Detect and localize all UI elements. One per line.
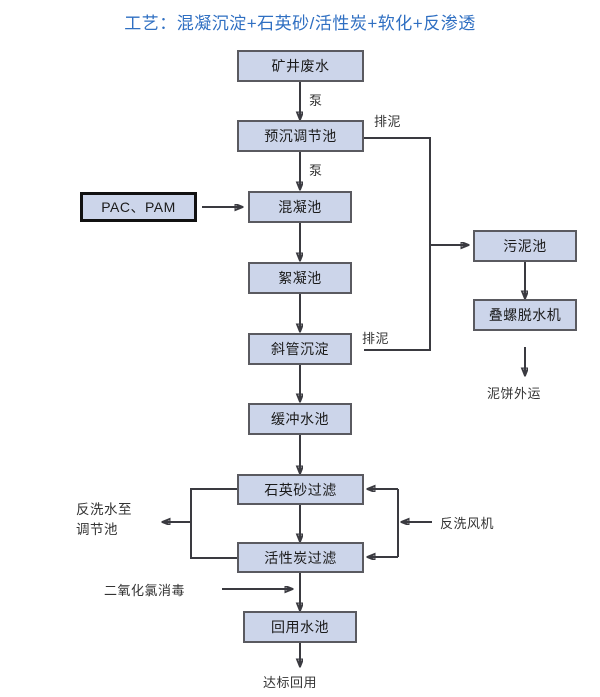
label-backwash-water-line1: 反洗水至 (76, 502, 132, 517)
node-reuse-water-tank[interactable]: 回用水池 (243, 611, 357, 643)
label-pump-2: 泵 (309, 163, 323, 178)
label-backwash-blower: 反洗风机 (440, 516, 495, 531)
label-sludge-discharge-2: 排泥 (362, 331, 390, 346)
label-pump-1: 泵 (309, 93, 323, 108)
node-coagulation-tank-label: 混凝池 (278, 199, 322, 215)
node-reuse-water-tank-label: 回用水池 (271, 619, 329, 635)
node-flocculation-tank-label: 絮凝池 (278, 270, 322, 286)
label-sludge-discharge-1: 排泥 (374, 114, 402, 129)
terminal-standard-reuse: 达标回用 (263, 675, 318, 690)
node-sludge-tank[interactable]: 污泥池 (473, 230, 577, 262)
label-backwash-water-line2: 调节池 (76, 522, 118, 537)
label-chlorine-dioxide-disinfection: 二氧化氯消毒 (104, 583, 186, 598)
terminal-mud-cake-transport: 泥饼外运 (487, 386, 542, 401)
node-pre-sedimentation-tank-label: 预沉调节池 (264, 128, 337, 144)
node-mine-wastewater[interactable]: 矿井废水 (237, 50, 364, 82)
node-inclined-tube-sedimentation[interactable]: 斜管沉淀 (248, 333, 352, 365)
node-buffer-tank[interactable]: 缓冲水池 (248, 403, 352, 435)
node-flocculation-tank[interactable]: 絮凝池 (248, 262, 352, 294)
node-screw-press-dehydrator[interactable]: 叠螺脱水机 (473, 299, 577, 331)
node-sludge-tank-label: 污泥池 (503, 238, 547, 254)
label-backwash-water-out: 反洗水至 调节池 (76, 500, 132, 540)
node-coagulation-tank[interactable]: 混凝池 (248, 191, 352, 223)
node-pre-sedimentation-tank[interactable]: 预沉调节池 (237, 120, 364, 152)
node-chemical-dosing[interactable]: PAC、PAM (80, 192, 197, 222)
node-buffer-tank-label: 缓冲水池 (271, 411, 329, 427)
edge-sludge-riser (364, 137, 431, 351)
page-title: 工艺：混凝沉淀+石英砂/活性炭+软化+反渗透 (124, 14, 476, 33)
node-mine-wastewater-label: 矿井废水 (271, 58, 330, 74)
node-inclined-tube-sedimentation-label: 斜管沉淀 (271, 341, 329, 357)
node-chemical-dosing-label: PAC、PAM (101, 199, 176, 215)
node-activated-carbon-filter-label: 活性炭过滤 (264, 549, 337, 566)
node-quartz-sand-filter-label: 石英砂过滤 (264, 481, 337, 498)
node-quartz-sand-filter[interactable]: 石英砂过滤 (237, 474, 364, 505)
edge-backwash-bracket-left (190, 488, 237, 559)
node-screw-press-dehydrator-label: 叠螺脱水机 (488, 307, 562, 323)
node-activated-carbon-filter[interactable]: 活性炭过滤 (237, 542, 364, 573)
